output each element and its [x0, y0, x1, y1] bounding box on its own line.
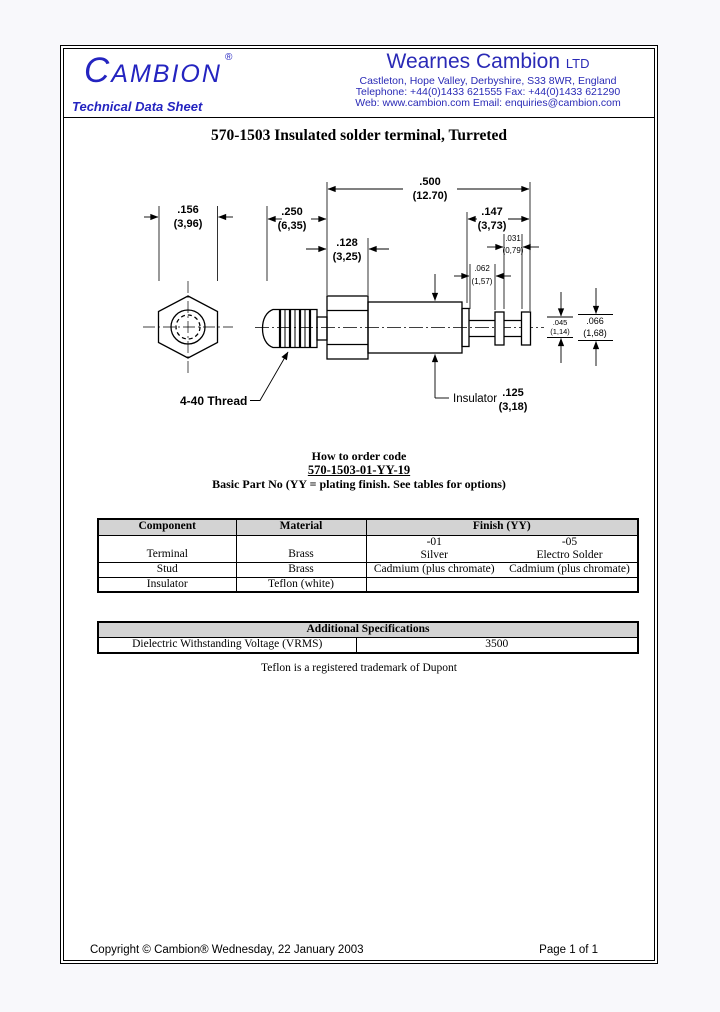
table-row: Terminal Brass -01 Silver -05 Electro So… [97, 534, 639, 563]
cell-finish-05: -05 Electro Solder [502, 534, 639, 563]
logo-text: AMBION [111, 60, 222, 88]
company-name: Wearnes Cambion LTD [386, 50, 590, 73]
spec-value: 3500 [355, 636, 639, 654]
table-row: Dielectric Withstanding Voltage (VRMS) 3… [97, 636, 639, 654]
company-web: Web: www.cambion.com Email: enquiries@ca… [355, 97, 621, 109]
col-finish: Finish (YY) [365, 518, 639, 536]
registered-mark-icon: ® [224, 52, 233, 63]
svg-text:.125: .125 [502, 387, 523, 399]
company-phone: Telephone: +44(0)1433 621555 Fax: +44(0)… [355, 86, 621, 98]
page-number: Page 1 of 1 [539, 944, 598, 956]
page-footer: Copyright © Cambion® Wednesday, 22 Janua… [90, 944, 598, 956]
company-suffix: LTD [565, 56, 590, 71]
svg-text:(0,79): (0,79) [503, 246, 524, 255]
svg-text:.156: .156 [177, 204, 198, 216]
company-address: Castleton, Hope Valley, Derbyshire, S33 … [359, 75, 617, 87]
dimension-156: .156 (3,96) [144, 204, 233, 281]
svg-text:.045: .045 [553, 318, 568, 327]
side-view [255, 295, 544, 360]
dimension-066: .066 (1,68) [578, 288, 613, 366]
specs-heading: Additional Specifications [97, 621, 639, 638]
cell-finish-05 [502, 576, 639, 593]
logo-letter: C [84, 51, 112, 90]
svg-text:(3,25): (3,25) [333, 251, 362, 263]
table-row: Insulator Teflon (white) [97, 576, 639, 593]
dimension-128: .128 (3,25) [306, 237, 389, 295]
cell-material: Brass [235, 534, 367, 563]
dimension-147: .147 (3,73) [466, 206, 530, 303]
copyright-text: Copyright © Cambion® Wednesday, 22 Janua… [90, 944, 364, 956]
svg-text:.128: .128 [336, 237, 357, 249]
svg-text:.147: .147 [481, 206, 502, 218]
thread-lines [278, 310, 312, 347]
col-material: Material [235, 518, 367, 536]
table-header-row: Component Material Finish (YY) [97, 518, 639, 536]
cambion-logo: CAMBION® [84, 51, 232, 91]
tagline: Technical Data Sheet [72, 99, 203, 114]
svg-text:.250: .250 [281, 206, 302, 218]
svg-text:Insulator: Insulator [453, 393, 497, 405]
page-title: 570-1503 Insulated solder terminal, Turr… [210, 127, 508, 144]
svg-text:.500: .500 [419, 176, 440, 188]
svg-text:(3,18): (3,18) [499, 401, 528, 413]
dimension-062: .062 (1,57) [454, 264, 511, 310]
svg-text:(1,14): (1,14) [550, 327, 570, 336]
cell-finish-01: -01 Silver [365, 534, 502, 563]
insulator-callout: Insulator .125 (3,18) [431, 274, 528, 413]
technical-drawing: .156 (3,96) .250 (6,35) .500 (12.70) .12… [143, 176, 613, 413]
dimension-250: .250 (6,35) [266, 206, 327, 281]
cell-material: Brass [235, 561, 367, 578]
svg-text:4-40 Thread: 4-40 Thread [180, 394, 247, 408]
svg-text:.062: .062 [474, 264, 490, 273]
col-component: Component [97, 518, 237, 536]
page-header: CAMBION® Technical Data Sheet Wearnes Ca… [64, 49, 654, 118]
order-note: Basic Part No (YY = plating finish. See … [212, 477, 506, 491]
svg-text:(3,96): (3,96) [174, 218, 203, 230]
cell-material: Teflon (white) [235, 576, 367, 593]
cell-finish-01: Cadmium (plus chromate) [365, 561, 502, 578]
dimension-045: .045 (1,14) [547, 292, 573, 363]
svg-text:(12.70): (12.70) [413, 190, 448, 202]
table-header-row: Additional Specifications [97, 621, 639, 638]
cell-component: Terminal [97, 534, 237, 563]
dimension-031: .031 (0,79) [487, 234, 539, 309]
specs-table: Additional Specifications Dielectric Wit… [97, 621, 640, 654]
svg-text:(1,57): (1,57) [472, 277, 493, 286]
hex-front-view [143, 281, 233, 373]
svg-text:(1,68): (1,68) [583, 328, 607, 338]
datasheet-page: CAMBION® Technical Data Sheet Wearnes Ca… [60, 45, 658, 964]
table-row: Stud Brass Cadmium (plus chromate) Cadmi… [97, 561, 639, 578]
order-code: 570-1503-01-YY-19 [307, 463, 411, 477]
dimension-500: .500 (12.70) [326, 176, 531, 311]
cell-finish-05: Cadmium (plus chromate) [502, 561, 639, 578]
trademark-note: Teflon is a registered trademark of Dupo… [261, 662, 457, 674]
svg-text:.066: .066 [586, 316, 604, 326]
components-table: Component Material Finish (YY) Terminal … [97, 518, 640, 594]
cell-finish-01 [365, 576, 502, 593]
svg-text:.031: .031 [505, 234, 521, 243]
order-code-block: How to order code 570-1503-01-YY-19 Basi… [64, 449, 654, 491]
svg-text:(6,35): (6,35) [278, 220, 307, 232]
spec-label: Dielectric Withstanding Voltage (VRMS) [97, 636, 357, 654]
order-heading: How to order code [311, 449, 407, 463]
cell-component: Stud [97, 561, 237, 578]
contact-block: Wearnes Cambion LTD Castleton, Hope Vall… [323, 49, 653, 109]
svg-text:(3,73): (3,73) [478, 220, 507, 232]
thread-callout: 4-40 Thread [180, 351, 289, 408]
cell-component: Insulator [97, 576, 237, 593]
